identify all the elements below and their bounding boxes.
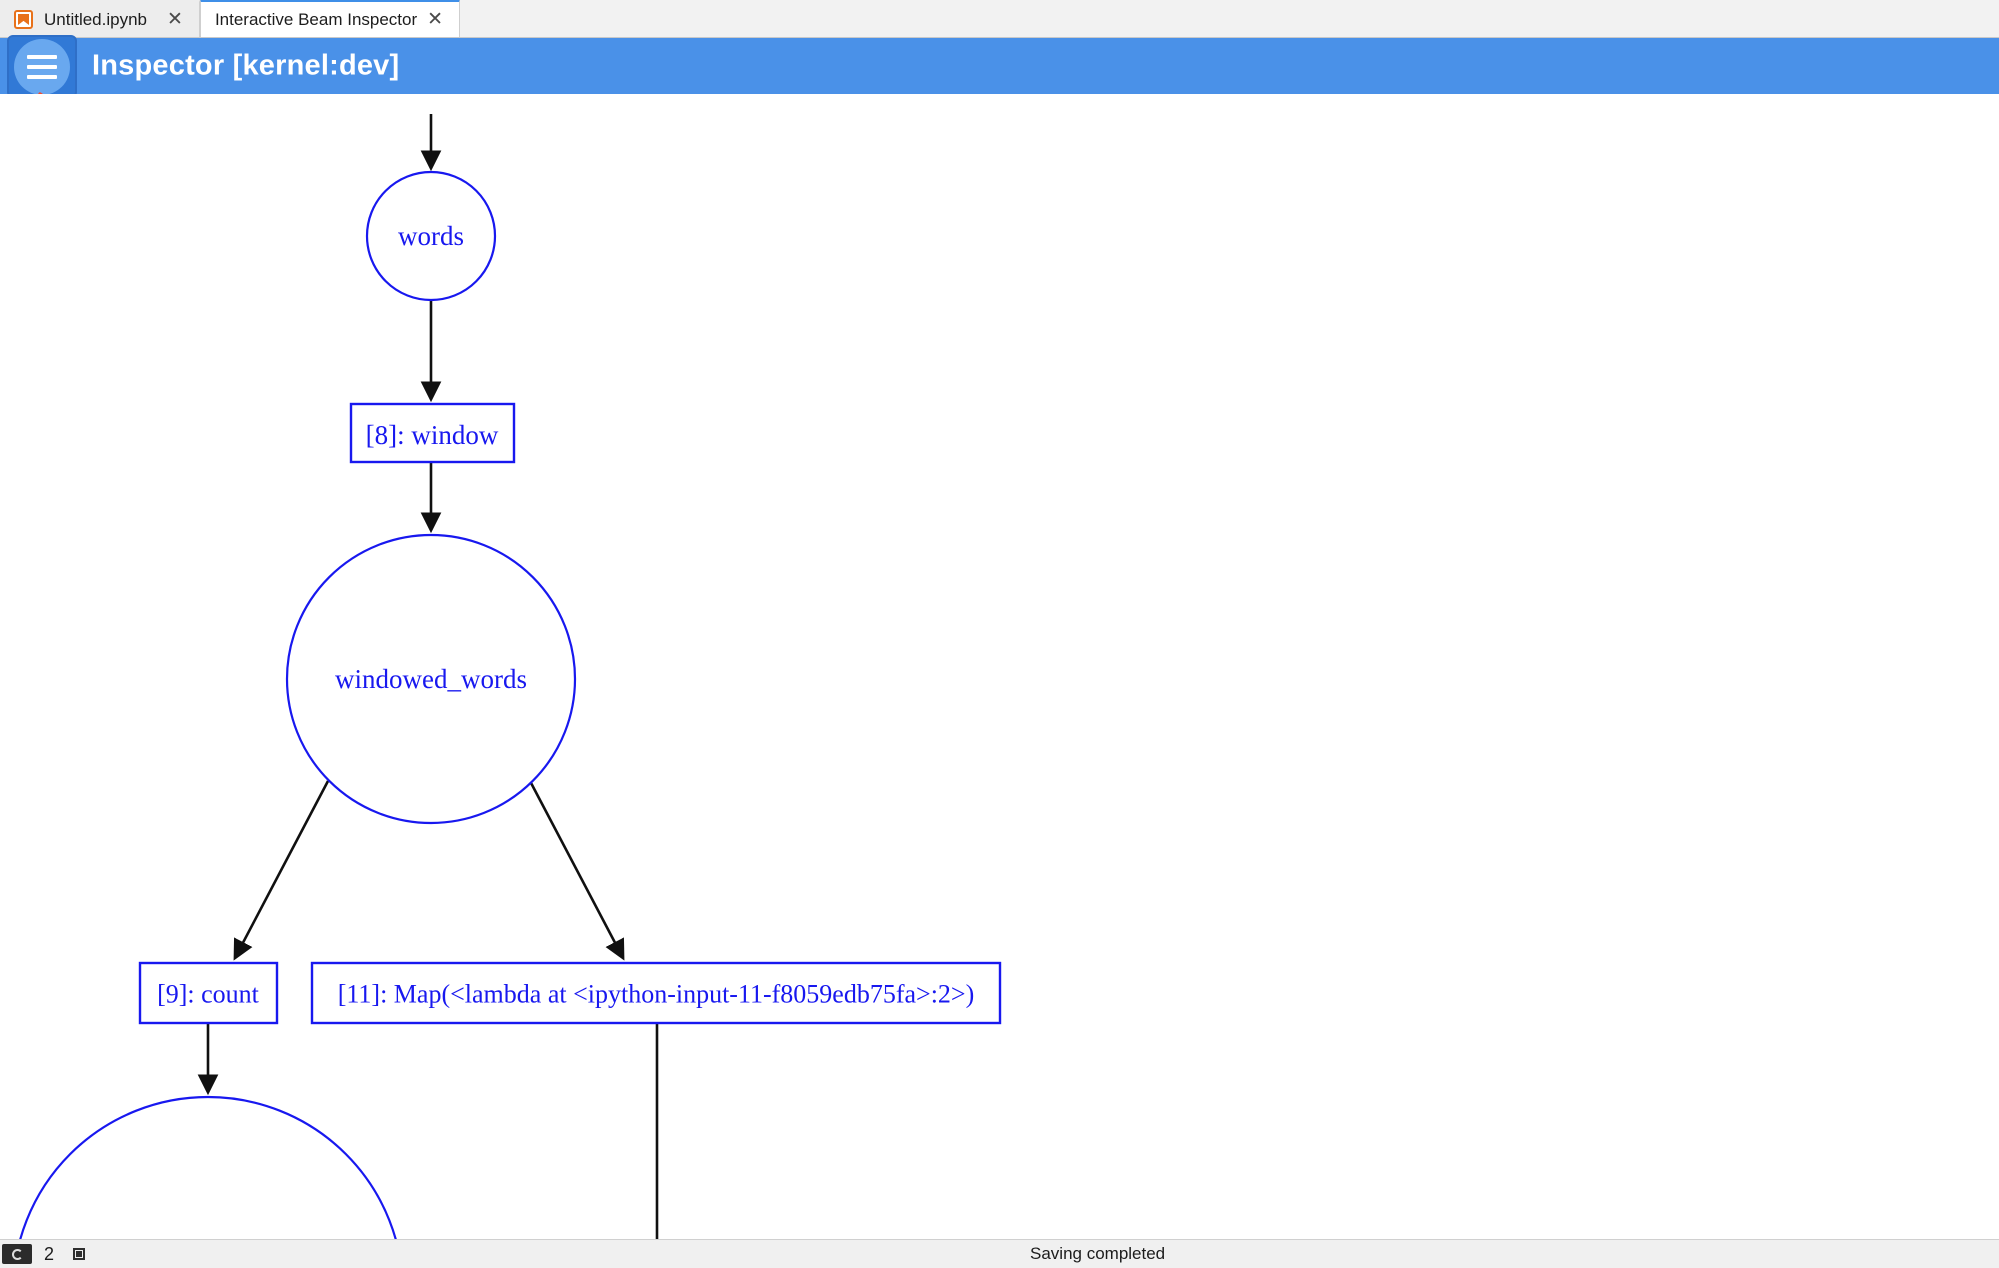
node-words[interactable]: words	[365, 170, 497, 302]
node-map-label: [11]: Map(<lambda at <ipython-input-11-f…	[338, 980, 975, 1009]
tab-label: Interactive Beam Inspector	[214, 9, 418, 29]
graph-edges	[197, 114, 659, 1239]
status-message: Saving completed	[1030, 1244, 1166, 1263]
node-count[interactable]: [9]: count	[138, 961, 279, 1025]
hamburger-menu-button[interactable]	[7, 35, 77, 98]
node-windowed-word-counts[interactable]: windowed_word_counts	[13, 1095, 403, 1239]
inspector-header: Inspector [kernel:dev]	[0, 35, 1999, 98]
tab-untitled-ipynb[interactable]: Untitled.ipynb ✕	[0, 0, 200, 37]
node-map[interactable]: [11]: Map(<lambda at <ipython-input-11-f…	[310, 961, 1002, 1025]
pipeline-dag: words [8]: window windowed_words [9]: co…	[13, 114, 1002, 1239]
edge-windowed-words-to-map	[528, 780, 625, 961]
node-count-label: [9]: count	[157, 980, 260, 1009]
hamburger-icon	[14, 38, 70, 95]
tab-close-icon[interactable]: ✕	[167, 9, 183, 30]
tab-interactive-beam-inspector[interactable]: Interactive Beam Inspector ✕	[199, 0, 461, 37]
notebook-icon	[14, 10, 33, 29]
tab-bar-empty-space	[460, 0, 1999, 37]
edge-windowed-words-to-count	[233, 780, 330, 961]
terminal-icon[interactable]	[2, 1244, 32, 1264]
graph-nodes: words [8]: window windowed_words [9]: co…	[13, 170, 1002, 1239]
node-window-label: [8]: window	[366, 420, 499, 450]
kernel-icon[interactable]	[70, 1245, 88, 1263]
node-window[interactable]: [8]: window	[349, 402, 516, 464]
node-windowed-words-label: windowed_words	[335, 664, 527, 694]
tab-label: Untitled.ipynb	[44, 9, 148, 29]
tab-close-icon[interactable]: ✕	[427, 9, 444, 30]
node-words-label: words	[398, 221, 464, 251]
status-bar: 2 Saving completed	[0, 1239, 1999, 1268]
page-title: Inspector [kernel:dev]	[92, 49, 400, 82]
beam-pipeline-graph-canvas[interactable]: words [8]: window windowed_words [9]: co…	[0, 94, 1999, 1240]
kernel-count-label: 2	[44, 1243, 55, 1264]
node-windowed-words[interactable]: windowed_words	[285, 533, 577, 825]
tab-bar: Untitled.ipynb ✕ Interactive Beam Inspec…	[0, 0, 1999, 38]
